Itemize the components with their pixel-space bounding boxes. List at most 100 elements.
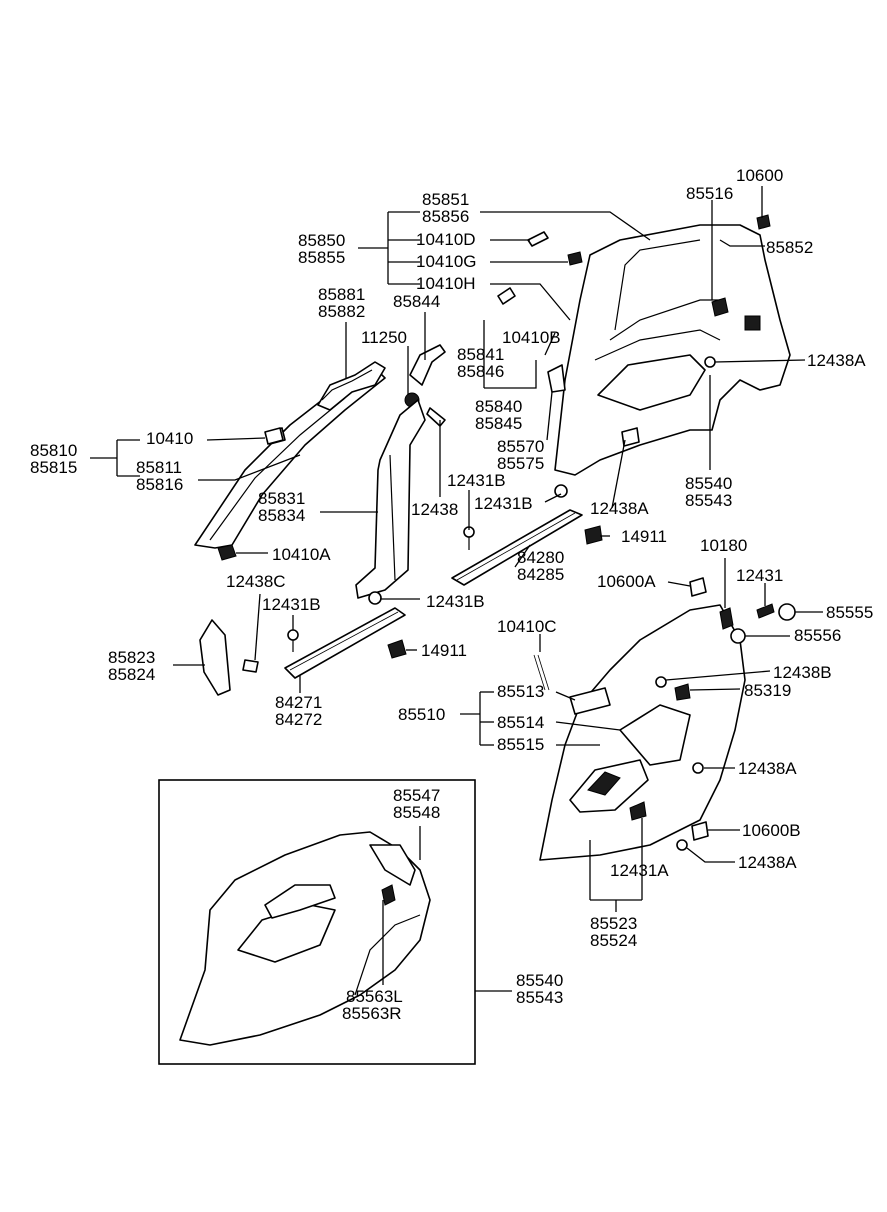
label-85846: 85846 (457, 362, 504, 381)
label-12438c: 12438C (226, 572, 286, 591)
label-10410a: 10410A (272, 545, 331, 564)
label-85810: 85810 (30, 441, 77, 460)
label-12438: 12438 (411, 500, 458, 519)
cowl-side-trim (199, 619, 231, 696)
label-12438b: 12438B (773, 663, 832, 682)
label-85840: 85840 (475, 397, 522, 416)
label-85547: 85547 (393, 786, 440, 805)
label-85845: 85845 (475, 414, 522, 433)
label-10410b: 10410B (502, 328, 561, 347)
label-12438a-2: 12438A (590, 499, 649, 518)
callout-labels: 10600 85516 85851 85856 85852 85850 8585… (30, 166, 873, 1023)
label-85515: 85515 (497, 735, 544, 754)
label-12438a-1: 12438A (807, 351, 866, 370)
label-10410d: 10410D (416, 230, 476, 249)
clip-85516 (711, 297, 729, 317)
inset-frame (158, 779, 476, 1065)
label-10600: 10600 (736, 166, 783, 185)
label-12431b-1: 12431B (447, 471, 506, 490)
clip-10600 (756, 214, 771, 230)
clip-12431a (629, 801, 647, 821)
label-84280: 84280 (517, 548, 564, 567)
clip-85319 (674, 683, 691, 701)
clip-14911-lower (387, 639, 407, 659)
label-12431: 12431 (736, 566, 783, 585)
screw-12431b-mid (287, 629, 299, 652)
label-10410h: 10410H (416, 274, 476, 293)
label-10410g: 10410G (416, 252, 477, 271)
label-85570: 85570 (497, 437, 544, 456)
clip-12438a-lower (676, 839, 688, 851)
label-85855: 85855 (298, 248, 345, 267)
label-12431b-4: 12431B (426, 592, 485, 611)
label-10600b: 10600B (742, 821, 801, 840)
weatherstrip (317, 361, 386, 411)
b-pillar-lower-trim (355, 399, 426, 599)
clip-85555 (778, 603, 796, 621)
screw-12431b-upper (463, 526, 475, 550)
label-84271: 84271 (275, 693, 322, 712)
label-85856: 85856 (422, 207, 469, 226)
label-85852: 85852 (766, 238, 813, 257)
label-85816: 85816 (136, 475, 183, 494)
clip-12438a-top (704, 356, 716, 368)
label-84272: 84272 (275, 710, 322, 729)
label-85575: 85575 (497, 454, 544, 473)
clip-12438a-mid (621, 427, 640, 447)
clip-14911-upper (584, 525, 603, 545)
label-85556: 85556 (794, 626, 841, 645)
rear-scuff-plate (451, 509, 583, 586)
clip-12431b-scuff (554, 484, 568, 498)
label-85543-1: 85543 (685, 491, 732, 510)
clip-10600a (689, 577, 707, 597)
label-85563r: 85563R (342, 1004, 402, 1023)
label-10410c: 10410C (497, 617, 557, 636)
label-14911-1: 14911 (621, 527, 667, 546)
clip-85556 (730, 628, 746, 644)
label-84285: 84285 (517, 565, 564, 584)
label-85319: 85319 (744, 681, 791, 700)
label-85823: 85823 (108, 648, 155, 667)
label-85540-2: 85540 (516, 971, 563, 990)
label-14911-2: 14911 (421, 641, 467, 660)
label-85510: 85510 (398, 705, 445, 724)
label-85815: 85815 (30, 458, 77, 477)
screw-12438c (242, 659, 259, 673)
bracket-85570 (547, 364, 566, 393)
label-10180: 10180 (700, 536, 747, 555)
label-85555: 85555 (826, 603, 873, 622)
clip-10600b (691, 821, 709, 841)
label-85834: 85834 (258, 506, 305, 525)
label-12431b-3: 12431B (262, 595, 321, 614)
clip-10410c (533, 654, 550, 691)
label-85524: 85524 (590, 931, 637, 950)
label-85824: 85824 (108, 665, 155, 684)
label-10600a: 10600A (597, 572, 656, 591)
label-85543-2: 85543 (516, 988, 563, 1007)
label-11250: 11250 (361, 328, 407, 347)
clip-10410d (527, 231, 549, 247)
clip-10410a (217, 544, 237, 561)
label-85548: 85548 (393, 803, 440, 822)
label-85831: 85831 (258, 489, 305, 508)
label-12431b-2: 12431B (474, 494, 533, 513)
screw-12431 (756, 603, 775, 619)
label-85851: 85851 (422, 190, 469, 209)
label-85514: 85514 (497, 713, 544, 732)
b-pillar-upper-trim (409, 344, 446, 386)
front-scuff-plate (284, 607, 406, 679)
label-85841: 85841 (457, 345, 504, 364)
label-85516: 85516 (686, 184, 733, 203)
clip-10180 (719, 607, 734, 630)
label-12438a-4: 12438A (738, 853, 797, 872)
clip-10410h (497, 287, 516, 305)
label-12438a-3: 12438A (738, 759, 797, 778)
label-12431a: 12431A (610, 861, 669, 880)
leader-lines (90, 186, 823, 992)
label-85881: 85881 (318, 285, 365, 304)
label-85882: 85882 (318, 302, 365, 321)
clip-10410g (567, 251, 583, 266)
label-85513: 85513 (497, 682, 544, 701)
clip-10410 (264, 427, 284, 445)
